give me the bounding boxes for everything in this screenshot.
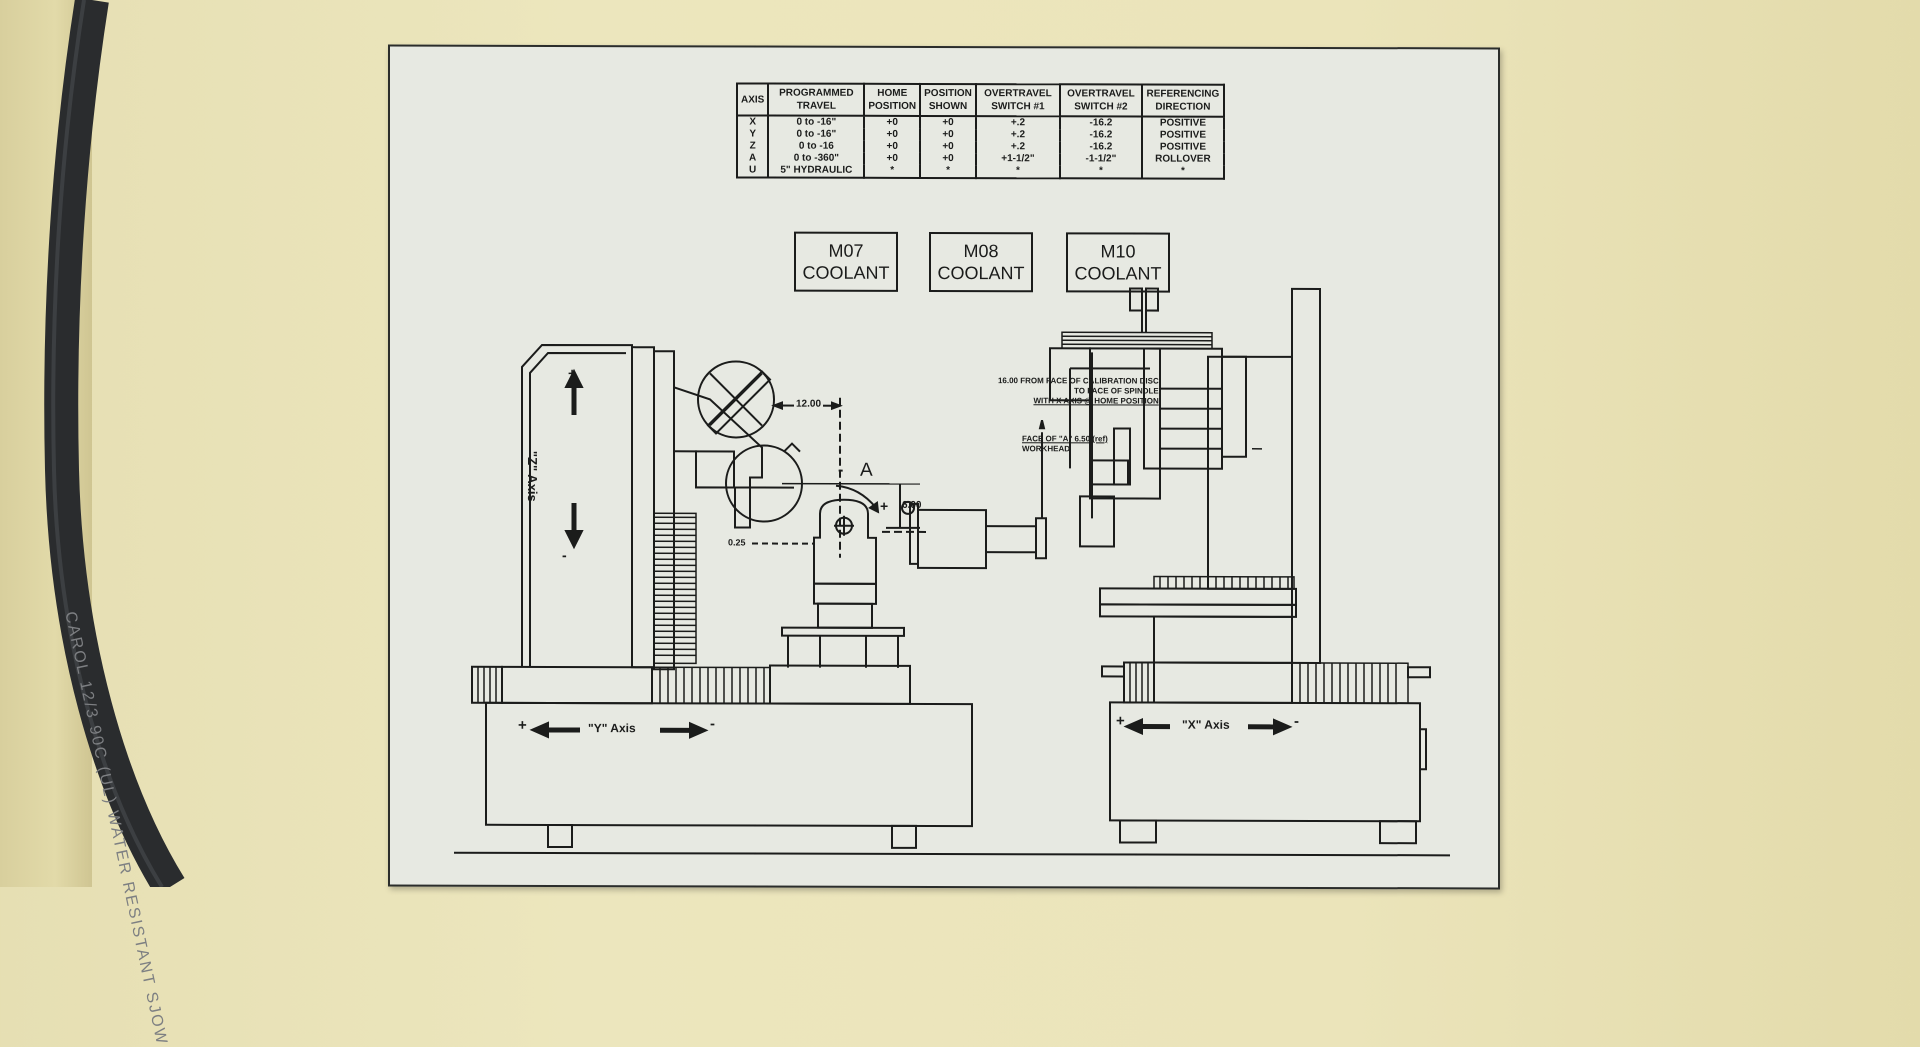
face-note-line: FACE OF "A" 6.50 (ref)	[1022, 434, 1108, 444]
y-block	[502, 667, 652, 703]
x-slide-block	[1154, 663, 1292, 703]
calibration-note-line: WITH X AXIS @ HOME POSITION	[984, 396, 1159, 406]
x-table-serrations	[1154, 577, 1294, 589]
dimension-arrow	[774, 403, 782, 409]
y-bellows-right	[652, 667, 770, 703]
calibration-note: 16.00 FROM FACE OF CALIBRATION DISC TO F…	[984, 376, 1159, 406]
y-bellows-left-lines	[478, 667, 496, 703]
y-bellows-left	[472, 667, 502, 703]
workhead-base	[814, 584, 876, 604]
wheelhead-bracket	[674, 387, 762, 527]
right-side-view	[882, 288, 1430, 843]
x-table	[1154, 617, 1292, 663]
calibration-note-line: 16.00 FROM FACE OF CALIBRATION DISC	[984, 376, 1159, 386]
y-plus-label: +	[518, 717, 527, 734]
workhead-left	[918, 510, 986, 568]
dimension-12-label: 12.00	[794, 399, 823, 410]
calibration-disc	[1036, 518, 1046, 558]
a-rotation-arrowhead	[870, 503, 878, 512]
motor-end	[1222, 357, 1246, 457]
left-foot	[548, 825, 572, 847]
column-outline	[522, 345, 632, 667]
x-bellows-left-lines	[1130, 662, 1148, 702]
left-stop	[1102, 666, 1124, 676]
y-plus-arrow-head	[532, 723, 548, 737]
z-plus-label: +	[568, 365, 576, 381]
calibration-note-line: TO FACE OF SPINDLE	[984, 386, 1159, 396]
face-note-line: WORKHEAD	[1022, 444, 1108, 454]
a-minus-label: -	[838, 462, 843, 480]
a-rotation-arc	[836, 486, 876, 508]
ground-line	[454, 853, 1450, 856]
x-bellows-left	[1124, 662, 1154, 702]
z-minus-label: -	[562, 547, 567, 563]
x-plus-arrow-head	[1126, 719, 1142, 733]
x-table-platform	[1100, 588, 1296, 605]
saddle	[770, 666, 910, 704]
top-fitting-left	[1130, 288, 1142, 310]
spindle	[986, 526, 1036, 552]
lower-wheel-guard	[784, 444, 800, 452]
side-latch	[1420, 729, 1426, 769]
spindle-head-neck	[1080, 496, 1114, 546]
x-minus-arrow-head	[1274, 720, 1290, 734]
x-minus-label: -	[1294, 713, 1299, 730]
top-bellows	[1062, 332, 1212, 348]
y-minus-arrow-head	[690, 723, 706, 737]
x-table-top	[1100, 604, 1296, 617]
x-axis-label: "X" Axis	[1182, 718, 1230, 732]
column-rail	[654, 351, 674, 669]
a-axis-workhead	[814, 500, 876, 584]
dimension-arrow	[832, 403, 840, 409]
a-plus-label: +	[880, 498, 888, 514]
left-side-view	[472, 345, 972, 848]
y-axis-label: "Y" Axis	[588, 721, 636, 735]
a-axis-label: A	[860, 460, 873, 482]
left-foot	[892, 826, 916, 848]
x-plus-label: +	[1116, 712, 1125, 729]
left-base	[486, 703, 972, 826]
column-face	[632, 347, 654, 667]
face-note: FACE OF "A" 6.50 (ref) WORKHEAD	[1022, 434, 1108, 454]
spindle-head-body	[1090, 348, 1160, 498]
right-base	[1110, 702, 1420, 821]
right-foot	[1120, 820, 1156, 842]
y-minus-label: -	[710, 715, 715, 732]
right-stop	[1408, 667, 1430, 677]
right-column-front	[1208, 357, 1292, 589]
spindle-nose	[1090, 460, 1128, 484]
z-axis-label: "Z" Axis	[525, 451, 540, 502]
power-cable	[0, 0, 260, 887]
machine-info-plate: AXIS PROGRAMMED TRAVEL HOME POSITION POS…	[388, 45, 1500, 890]
dimension-025-label: 0.25	[728, 537, 746, 547]
right-foot	[1380, 821, 1416, 843]
top-fitting-right	[1146, 289, 1158, 311]
workhead-stand	[818, 604, 872, 628]
x-bellows-right	[1292, 663, 1408, 703]
table-top	[782, 628, 904, 636]
dimension-6-label: 6.00	[902, 500, 921, 511]
column-inner	[530, 353, 626, 667]
z-minus-arrow-head	[566, 531, 582, 547]
machine-line-drawing	[390, 47, 1498, 888]
